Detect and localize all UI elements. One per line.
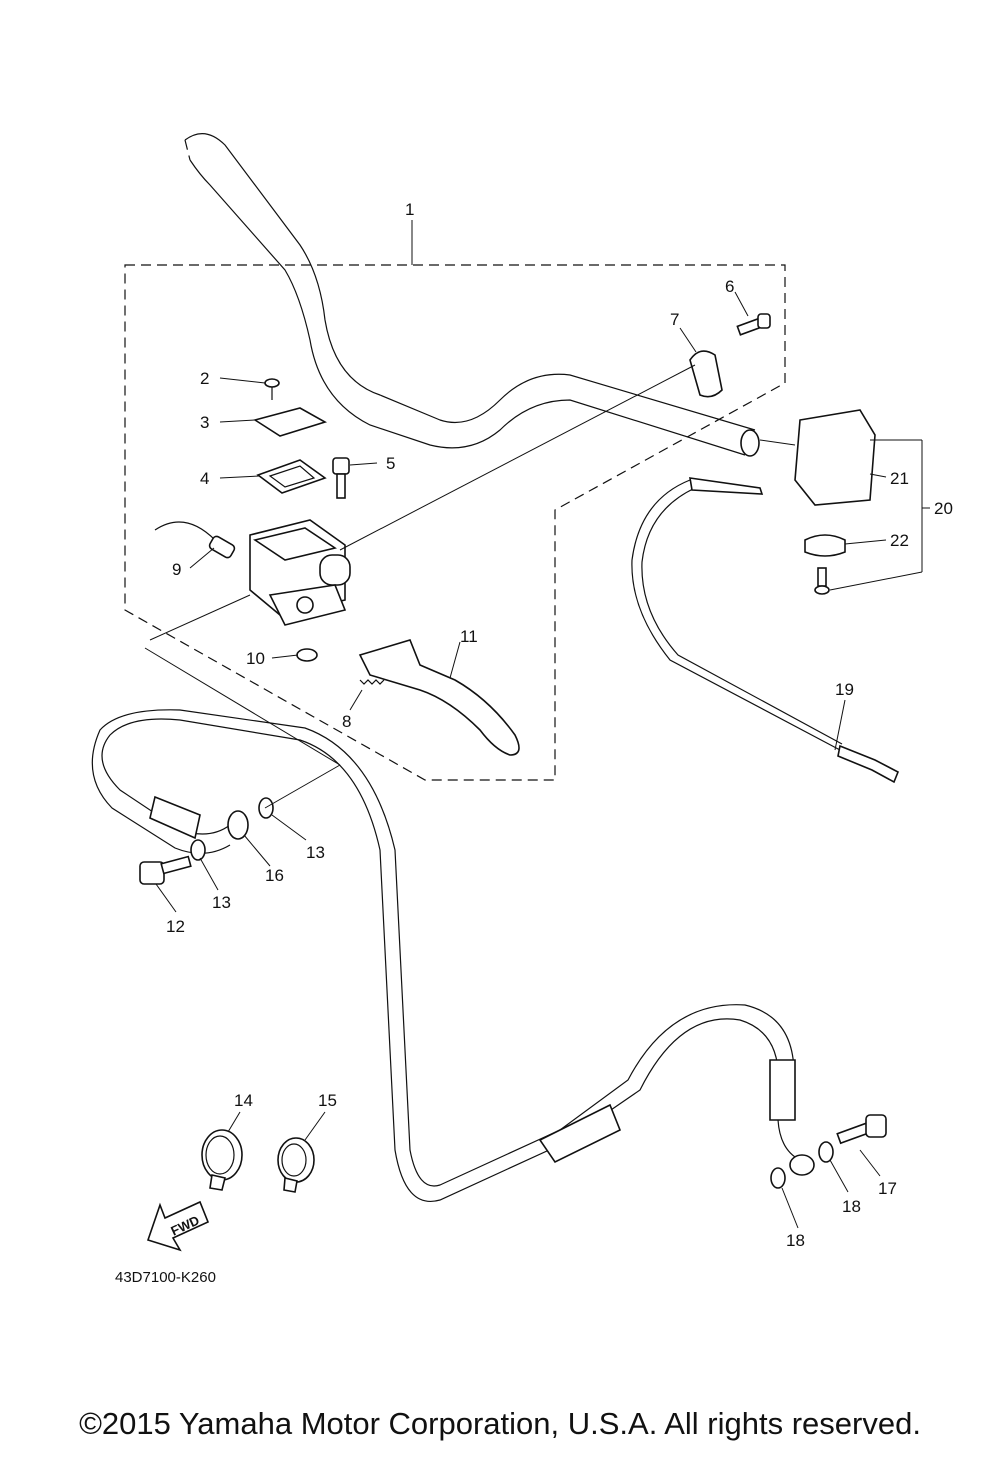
union-bolt-12 [139,855,192,885]
callout-12: 12 [166,917,185,936]
assembly-boundary [124,264,786,781]
callout-15: 15 [318,1091,337,1110]
spring-8 [359,679,385,685]
callout-9: 9 [172,560,181,579]
callout-22: 22 [890,531,909,550]
brake-switch [154,521,236,559]
screw-2 [264,378,280,400]
hose-clamp-14 [201,1129,243,1191]
washer-13a [190,839,206,861]
washer-18a [818,1141,834,1163]
handlebar-switch [794,409,876,595]
washer-18b [770,1167,786,1189]
master-cylinder [249,519,351,626]
callout-16: 16 [265,866,284,885]
union-bolt-17 [836,1114,887,1145]
clamp [689,350,723,398]
callout-6: 6 [725,277,734,296]
callout-21: 21 [890,469,909,488]
callout-labels: 1 2 3 4 5 6 7 8 9 10 11 12 13 13 14 15 1… [166,200,953,1250]
copyright-notice: ©2015 Yamaha Motor Corporation, U.S.A. A… [79,1406,921,1441]
callout-3: 3 [200,413,209,432]
bolt-6 [736,313,771,336]
callout-10: 10 [246,649,265,668]
hose-clamp-15 [277,1137,315,1193]
callout-17: 17 [878,1179,897,1198]
brake-lever [358,639,520,756]
callout-2: 2 [200,369,209,388]
callout-20: 20 [934,499,953,518]
leader-lines [144,220,930,1229]
diaphragm [256,459,327,494]
brake-hose [91,709,815,1202]
nut-10 [296,648,318,662]
callout-18a: 18 [842,1197,861,1216]
callout-5: 5 [386,454,395,473]
callout-14: 14 [234,1091,253,1110]
throttle-cable [631,477,900,784]
handlebar [184,133,760,457]
callout-18b: 18 [786,1231,805,1250]
callout-19: 19 [835,680,854,699]
fwd-arrow-icon: FWD [146,1200,210,1252]
callout-1: 1 [405,200,414,219]
callout-7: 7 [670,310,679,329]
reservoir-cap [253,407,328,437]
callout-4: 4 [200,469,209,488]
bolt-5 [332,457,350,499]
callout-13a: 13 [306,843,325,862]
drawing-code: 43D7100-K260 [115,1269,216,1286]
callout-8: 8 [342,712,351,731]
callout-13b: 13 [212,893,231,912]
callout-11: 11 [460,627,478,646]
